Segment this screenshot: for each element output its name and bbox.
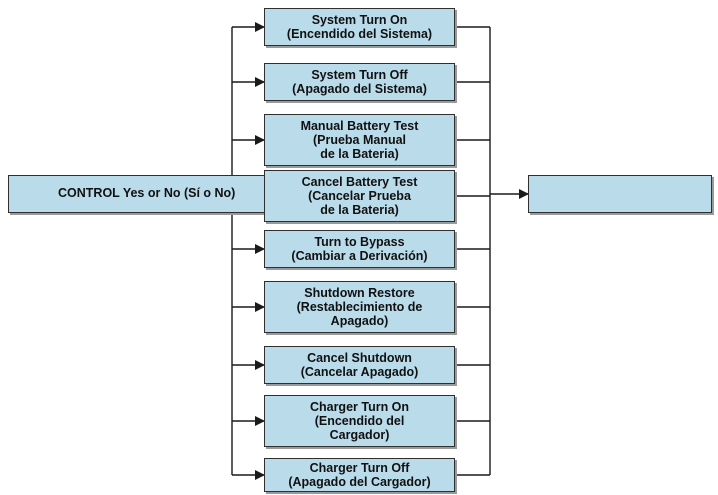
command-line: Cargador): [329, 428, 390, 442]
command-line: Shutdown Restore: [304, 286, 415, 300]
command-line: System Turn On: [311, 13, 408, 27]
command-line: (Encendido del: [314, 414, 405, 428]
command-box-9: Charger Turn Off(Apagado del Cargador): [264, 458, 455, 492]
command-line: Cancel Shutdown: [307, 351, 412, 365]
command-line: de la Bateria): [320, 203, 399, 217]
command-line: (Cambiar a Derivación): [291, 249, 428, 263]
command-line: (Cancelar Apagado): [300, 365, 419, 379]
control-label: CONTROL Yes or No (Sí o No): [58, 186, 236, 200]
command-box-5: Turn to Bypass(Cambiar a Derivación): [264, 230, 455, 268]
command-line: (Encendido del Sistema): [286, 27, 433, 41]
command-line: Charger Turn Off: [309, 461, 410, 475]
command-line: Turn to Bypass: [314, 235, 405, 249]
command-line: (Apagado del Sistema): [292, 82, 427, 96]
command-line: Apagado): [330, 314, 389, 328]
command-box-2: System Turn Off(Apagado del Sistema): [264, 63, 455, 101]
command-line: (Cancelar Prueba: [308, 189, 411, 203]
command-line: (Apagado del Cargador): [288, 475, 431, 489]
command-line: (Restablecimiento de: [296, 300, 423, 314]
command-line: Charger Turn On: [309, 400, 410, 414]
command-box-7: Cancel Shutdown(Cancelar Apagado): [264, 346, 455, 384]
command-line: (Prueba Manual: [312, 133, 407, 147]
command-line: Cancel Battery Test: [301, 175, 418, 189]
command-box-1: System Turn On(Encendido del Sistema): [264, 8, 455, 46]
output-box: [528, 175, 712, 213]
command-line: de la Bateria): [320, 147, 399, 161]
command-line: System Turn Off: [311, 68, 408, 82]
left-bus-lines: [231, 22, 266, 480]
control-box: [8, 175, 266, 213]
command-line: Manual Battery Test: [300, 119, 419, 133]
right-bus-lines: [455, 26, 529, 476]
